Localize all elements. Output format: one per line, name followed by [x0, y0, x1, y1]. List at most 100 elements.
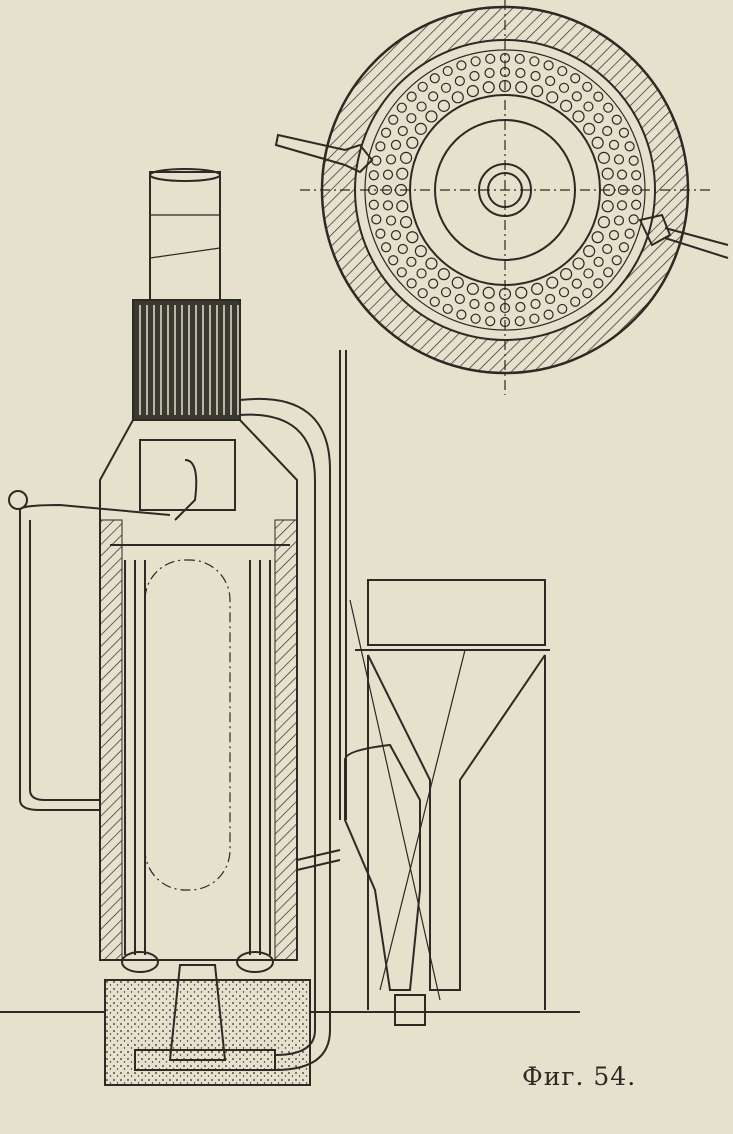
tube-hole — [399, 151, 413, 164]
tube-hole — [385, 215, 397, 226]
tube-hole — [414, 122, 427, 135]
tube-hole — [375, 141, 386, 152]
tube-hole — [380, 242, 392, 253]
tube-hole — [485, 316, 496, 327]
tube-hole — [543, 60, 554, 71]
tube-hole — [485, 53, 496, 64]
tube-hole — [602, 243, 613, 255]
tube-hole — [593, 91, 604, 102]
tube-hole — [597, 151, 611, 164]
burner-left — [274, 133, 374, 174]
tube-hole — [591, 136, 604, 149]
tube-hole — [368, 199, 379, 210]
tube-hole — [582, 288, 593, 299]
tube-holes — [367, 52, 643, 328]
tube-hole — [582, 81, 593, 92]
tube-hole — [530, 298, 541, 310]
tube-hole — [454, 293, 465, 305]
tube-hole — [558, 287, 570, 298]
tube-hole — [601, 200, 614, 213]
tube-hole — [396, 267, 407, 278]
tube-hole — [428, 91, 439, 102]
tube-hole — [390, 230, 402, 241]
tube-hole — [571, 278, 582, 289]
tube-hole — [388, 255, 399, 266]
tube-hole — [425, 257, 438, 270]
tube-hole — [397, 243, 408, 255]
tube-hole — [429, 296, 440, 307]
piping — [8, 350, 347, 1071]
tube-hole — [531, 84, 544, 98]
tube-hole — [557, 65, 568, 77]
tube-hole — [557, 303, 568, 315]
tube-hole — [429, 73, 440, 84]
tube-hole — [382, 200, 394, 211]
tube-hole — [466, 84, 479, 98]
tube-hole — [529, 56, 540, 67]
tube-hole — [469, 298, 480, 310]
tube-hole — [611, 255, 622, 266]
tube-hole — [406, 231, 419, 244]
tube-hole — [385, 154, 397, 165]
tube-hole — [396, 200, 409, 213]
tube-hole — [396, 102, 407, 113]
tube-hole — [368, 170, 379, 181]
tube-hole — [530, 70, 541, 82]
tube-hole — [611, 114, 622, 125]
tube-hole — [390, 139, 402, 150]
tube-hole — [482, 286, 495, 299]
tube-hole — [416, 101, 427, 112]
burner-right — [638, 213, 729, 259]
tube-hole — [396, 167, 409, 180]
tube-hole — [613, 154, 625, 165]
tube-hole — [628, 214, 639, 225]
tube-hole — [560, 99, 573, 112]
tube-hole — [440, 82, 452, 93]
tube-hole — [451, 91, 464, 104]
tube-hole — [380, 127, 392, 138]
tube-hole — [591, 231, 604, 244]
tube-hole — [601, 167, 614, 180]
tube-hole — [406, 278, 417, 289]
tube-hole — [470, 56, 481, 67]
tube-hole — [406, 136, 419, 149]
tube-hole — [371, 214, 382, 225]
tube-hole — [545, 293, 556, 305]
tube-hole — [406, 113, 417, 124]
tube-hole — [456, 60, 467, 71]
tube-hole — [608, 139, 620, 150]
tube-hole — [514, 53, 525, 64]
foundation — [0, 964, 580, 1086]
tube-hole — [631, 170, 642, 181]
tube-hole — [466, 282, 479, 296]
tube-hole — [382, 169, 394, 180]
tube-hole — [388, 114, 399, 125]
tube-hole — [583, 101, 594, 112]
tube-hole — [375, 228, 386, 239]
tube-hole — [572, 257, 585, 270]
tube-hole — [603, 267, 614, 278]
tube-hole — [624, 228, 635, 239]
tube-hole — [597, 216, 611, 229]
tube-hole — [529, 313, 540, 324]
tube-hole — [440, 287, 452, 298]
tube-hole — [437, 99, 450, 112]
tube-hole — [416, 268, 427, 279]
tube-hole — [397, 125, 408, 137]
tube-hole — [484, 67, 495, 79]
tube-hole — [603, 102, 614, 113]
figure-caption: Фиг. 54. — [522, 1062, 637, 1091]
tube-hole — [583, 245, 596, 258]
tube-hole — [593, 278, 604, 289]
tube-hole — [515, 67, 526, 79]
tube-hole — [628, 155, 639, 166]
tube-hole — [456, 309, 467, 320]
tube-hole — [482, 81, 495, 94]
tube-hole — [399, 216, 413, 229]
tube-hole — [546, 276, 559, 289]
tube-hole — [442, 303, 453, 315]
tube-hole — [545, 75, 556, 87]
tube-hole — [558, 82, 570, 93]
tube-hole — [616, 200, 628, 211]
tube-hole — [442, 65, 453, 77]
